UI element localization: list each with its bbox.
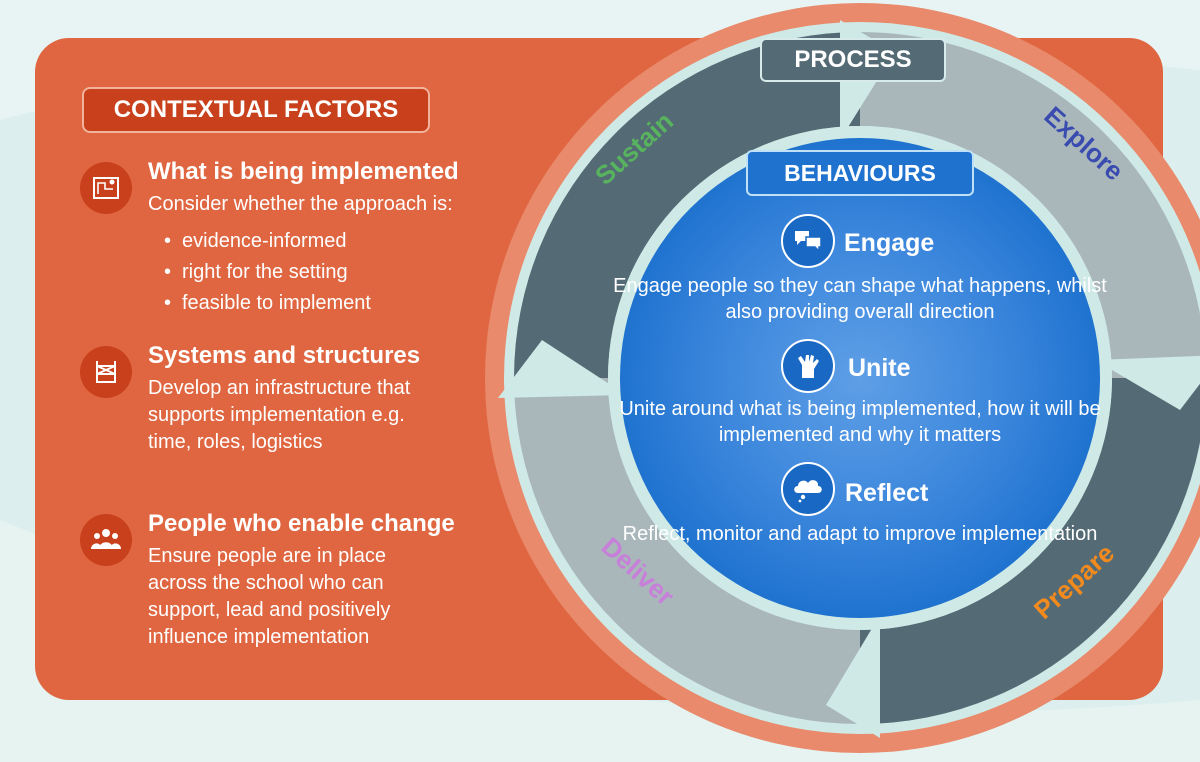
ring-segment-prepare: [860, 378, 1200, 724]
ring-segment-explore: [860, 32, 1200, 378]
arrow-notch: [826, 615, 880, 738]
factor-title: Systems and structures: [148, 342, 421, 369]
people-icon: [80, 514, 132, 566]
ring-segment-deliver: [514, 378, 860, 724]
blueprint-icon: [80, 162, 132, 214]
factor-description: Ensure people are in place across the sc…: [148, 545, 391, 648]
factor-title: People who enable change: [148, 510, 455, 537]
behaviour-description-unite: Unite around what is being implemented, …: [619, 398, 1101, 446]
hands-together-icon: [781, 339, 835, 393]
list-item: right for the setting: [164, 257, 528, 288]
factor-title: What is being implemented: [148, 158, 459, 185]
behaviour-title-engage: Engage: [844, 229, 935, 257]
process-badge: PROCESS: [760, 38, 946, 82]
thought-cloud-icon: [781, 462, 835, 516]
behaviours-badge: BEHAVIOURS: [746, 150, 974, 196]
arrow-notch: [498, 340, 626, 398]
behaviour-title-reflect: Reflect: [845, 479, 929, 507]
factor-people-who-enable-change: People who enable change Ensure people a…: [80, 510, 520, 664]
factor-systems-and-structures: Systems and structures Develop an infras…: [80, 342, 520, 486]
factor-description: Develop an infrastructure that supports …: [148, 377, 411, 453]
behaviour-description-engage: Engage people so they can shape what hap…: [613, 275, 1107, 323]
list-item: feasible to implement: [164, 288, 528, 319]
arrow-notch: [1095, 355, 1200, 410]
factor-what-is-being-implemented: What is being implemented Consider wheth…: [80, 158, 520, 332]
contextual-factors-badge: CONTEXTUAL FACTORS: [82, 87, 430, 133]
factor-description: Consider whether the approach is: eviden…: [148, 191, 528, 319]
behaviour-description-reflect: Reflect, monitor and adapt to improve im…: [622, 523, 1098, 545]
list-item: evidence-informed: [164, 226, 528, 257]
speech-bubbles-icon: [781, 214, 835, 268]
behaviour-title-unite: Unite: [848, 354, 911, 382]
behaviours-circle: [620, 138, 1100, 618]
scaffold-icon: [80, 346, 132, 398]
criteria-list: evidence-informed right for the setting …: [148, 226, 528, 319]
ring-segment-sustain: [514, 32, 860, 378]
factor-description-text: Consider whether the approach is:: [148, 193, 453, 215]
